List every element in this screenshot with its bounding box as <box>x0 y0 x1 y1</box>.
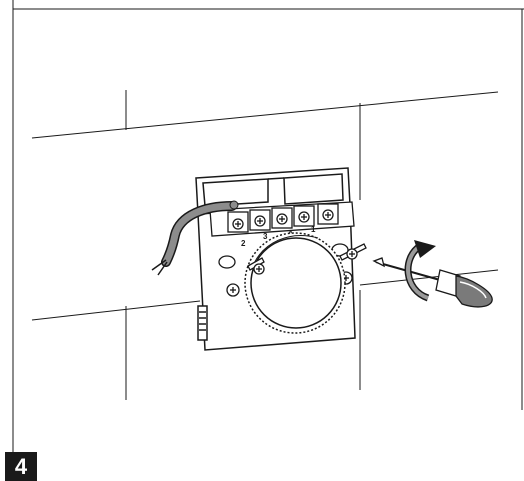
thermostat-dial <box>244 232 346 334</box>
cable <box>151 200 239 276</box>
screwdriver-icon <box>372 257 493 308</box>
page-frame <box>12 0 524 452</box>
step-number-badge: 4 <box>5 452 37 481</box>
terminal-label: 3 <box>263 232 268 241</box>
terminal-block <box>209 201 355 237</box>
terminal-label: 2 <box>241 239 246 248</box>
terminal-label: 1 <box>311 225 316 234</box>
clockwise-rotation-arrow-icon <box>404 240 436 302</box>
screw-icon <box>247 243 367 275</box>
